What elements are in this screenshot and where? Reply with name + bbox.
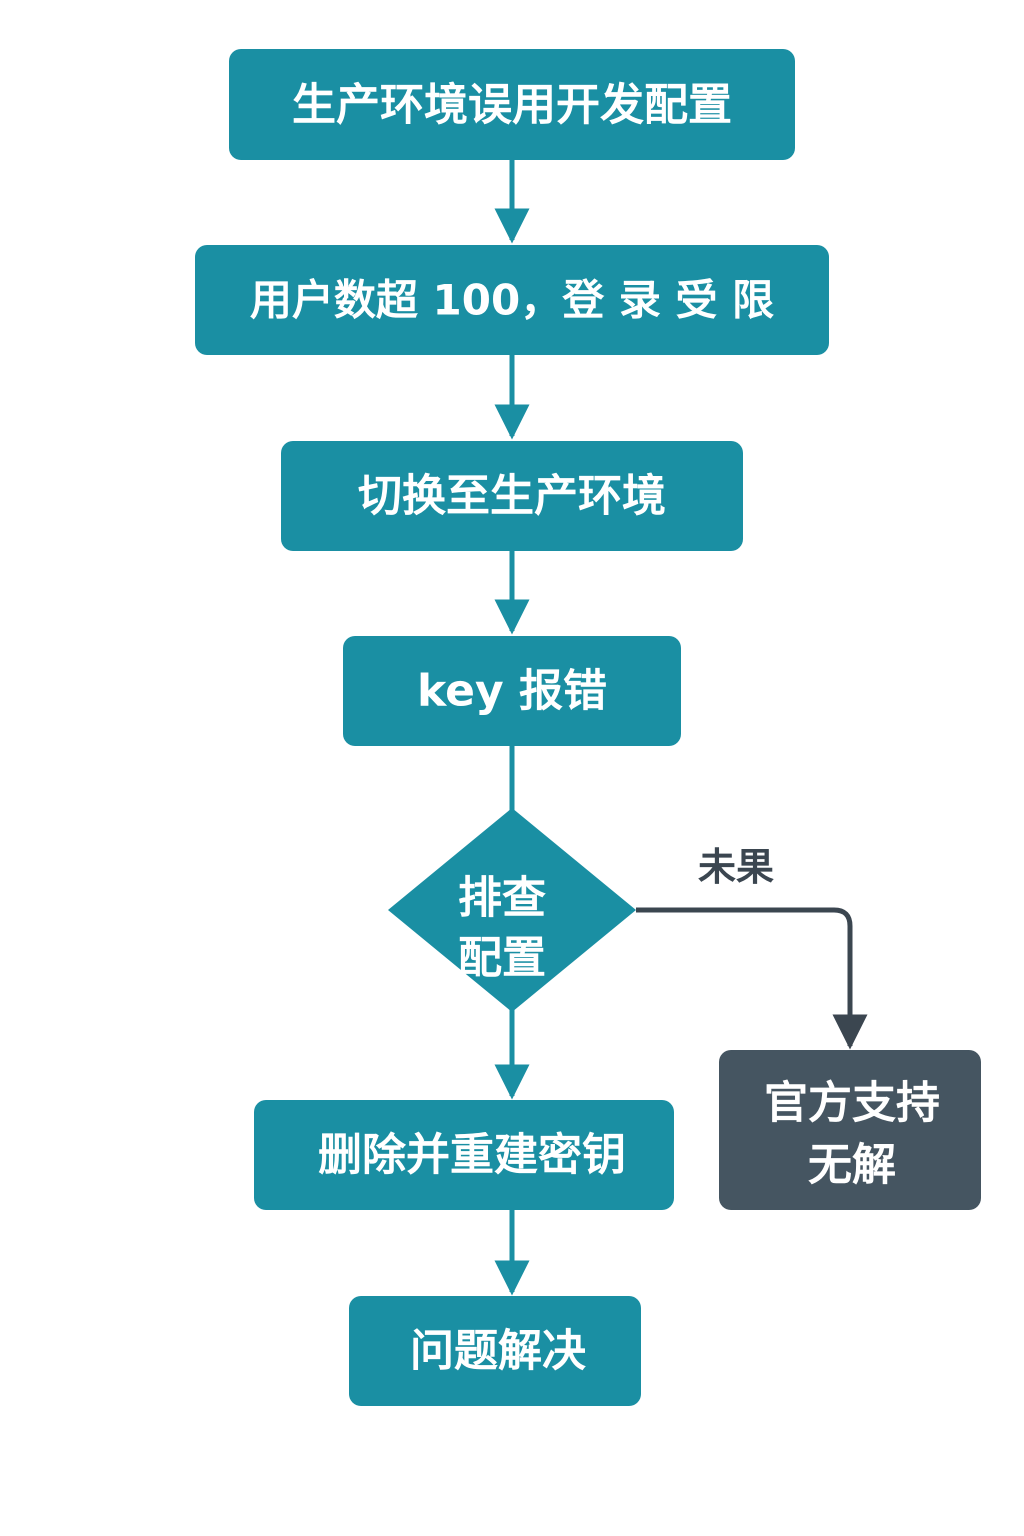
node-switch-prod xyxy=(281,441,743,551)
node-dev-config xyxy=(229,49,795,160)
node-official-support xyxy=(719,1050,981,1210)
decision-check-config xyxy=(388,808,636,1012)
edge-label-no-result: 未果 xyxy=(698,845,774,889)
node-switch-prod-label: 切换至生产环境 xyxy=(358,471,666,522)
node-rebuild-key-label: 删除并重建密钥 xyxy=(318,1130,626,1181)
decision-check-config-line1: 排查 xyxy=(458,873,546,924)
node-dev-config-label: 生产环境误用开发配置 xyxy=(292,80,732,131)
node-official-support-line2: 无解 xyxy=(808,1140,896,1191)
node-rebuild-key xyxy=(254,1100,674,1210)
node-official-support-line1: 官方支持 xyxy=(764,1078,940,1129)
node-key-error-label: key 报错 xyxy=(417,666,607,717)
arrow-check-config-to-official-support xyxy=(636,907,868,1050)
decision-check-config-line2: 配置 xyxy=(458,933,546,984)
node-key-error xyxy=(343,636,681,746)
node-resolved xyxy=(349,1296,641,1406)
node-resolved-label: 问题解决 xyxy=(410,1326,586,1377)
node-user-limit-label: 用户数超 100，登 录 受 限 xyxy=(250,276,774,325)
node-user-limit xyxy=(195,245,829,355)
